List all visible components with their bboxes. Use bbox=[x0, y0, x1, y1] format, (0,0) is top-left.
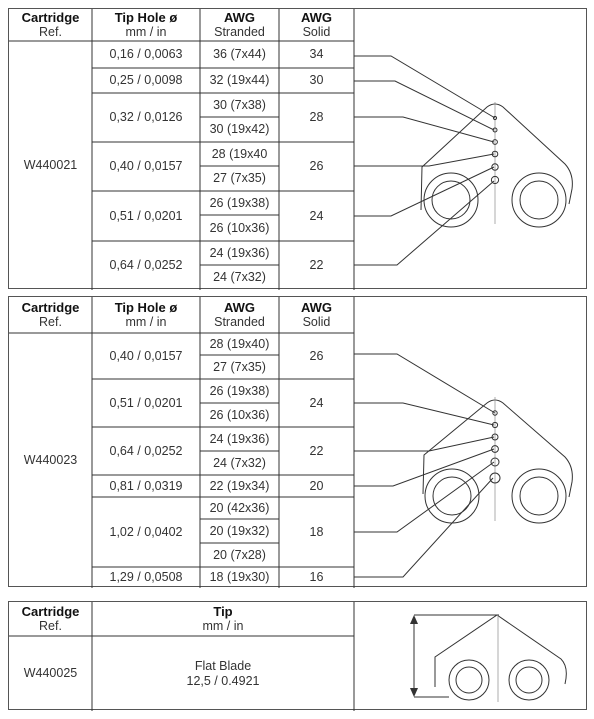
cartridge-ref: W440023 bbox=[23, 453, 78, 467]
solid-cell: 16 bbox=[309, 570, 324, 584]
tip-hole-cell: 0,64 / 0,0252 bbox=[109, 443, 183, 458]
stranded-cell: 26 (19x38) bbox=[209, 195, 270, 210]
tip-hole-cell: 0,40 / 0,0157 bbox=[109, 348, 183, 363]
stranded-cell: 27 (7x35) bbox=[213, 359, 266, 374]
stranded-cell: 26 (10x36) bbox=[209, 220, 270, 235]
solid-cell: 20 bbox=[309, 478, 324, 493]
cartridge-ref: W440025 bbox=[23, 666, 78, 680]
solid-cell: 24 bbox=[309, 208, 324, 223]
stranded-cell: 27 (7x35) bbox=[213, 171, 266, 185]
tip-hole-cell: 0,32 / 0,0126 bbox=[109, 110, 183, 124]
solid-cell: 28 bbox=[309, 110, 324, 124]
tip-hole-cell: 0,64 / 0,0252 bbox=[109, 258, 183, 272]
stranded-cell: 28 (19x40 bbox=[211, 146, 268, 161]
stranded-cell: 30 (19x42) bbox=[209, 122, 270, 136]
solid-cell: 22 bbox=[309, 443, 324, 458]
stranded-cell: 24 (19x36) bbox=[209, 245, 270, 260]
table-1-grid bbox=[9, 9, 573, 290]
solid-cell: 18 bbox=[309, 524, 324, 539]
solid-cell: 24 bbox=[309, 395, 324, 410]
tip-cell: Flat Blade 12,5 / 0.4921 bbox=[92, 636, 354, 711]
stranded-cell: 24 (7x32) bbox=[213, 270, 266, 284]
tip-hole-cell: 1,29 / 0,0508 bbox=[109, 570, 183, 584]
solid-cell: 26 bbox=[309, 348, 324, 363]
stranded-cell: 26 (10x36) bbox=[209, 407, 270, 422]
tip-hole-cell: 0,40 / 0,0157 bbox=[109, 159, 183, 173]
stranded-cell: 18 (19x30) bbox=[209, 570, 270, 584]
stranded-cell: 24 (7x32) bbox=[213, 455, 266, 470]
flat-blade-drawing bbox=[410, 614, 567, 702]
table-3-grid bbox=[9, 602, 567, 711]
solid-cell: 22 bbox=[309, 258, 324, 272]
stranded-cell: 32 (19x44) bbox=[209, 73, 270, 87]
tip-hole-cell: 0,25 / 0,0098 bbox=[109, 73, 183, 87]
cartridge-tip-drawing bbox=[422, 397, 573, 524]
stranded-cell: 26 (19x38) bbox=[209, 383, 270, 398]
solid-cell: 26 bbox=[309, 159, 324, 173]
tip-hole-cell: 0,51 / 0,0201 bbox=[109, 395, 183, 410]
solid-cell: 34 bbox=[309, 47, 324, 61]
tip-hole-cell: 0,16 / 0,0063 bbox=[109, 47, 183, 61]
stranded-cell: 20 (7x28) bbox=[213, 547, 266, 562]
stranded-cell: 20 (42x36) bbox=[209, 500, 270, 515]
cartridge-tip-drawing bbox=[420, 102, 573, 228]
stranded-cell: 24 (19x36) bbox=[209, 431, 270, 446]
tip-hole-cell: 0,81 / 0,0319 bbox=[109, 478, 183, 493]
tip-hole-cell: 1,02 / 0,0402 bbox=[109, 524, 183, 539]
stranded-cell: 22 (19x34) bbox=[209, 478, 270, 493]
table-2-grid bbox=[9, 297, 573, 588]
cartridge-ref: W440021 bbox=[23, 158, 78, 172]
leader-lines bbox=[354, 353, 496, 578]
stranded-cell: 36 (7x44) bbox=[213, 47, 266, 61]
stranded-cell: 28 (19x40) bbox=[209, 336, 270, 351]
stranded-cell: 30 (7x38) bbox=[213, 97, 266, 112]
tip-hole-cell: 0,51 / 0,0201 bbox=[109, 208, 183, 223]
solid-cell: 30 bbox=[309, 73, 324, 87]
leader-lines bbox=[354, 55, 496, 266]
tip-type: Flat Blade bbox=[194, 658, 252, 673]
stranded-cell: 20 (19x32) bbox=[209, 523, 270, 538]
tip-size: 12,5 / 0.4921 bbox=[186, 673, 260, 688]
